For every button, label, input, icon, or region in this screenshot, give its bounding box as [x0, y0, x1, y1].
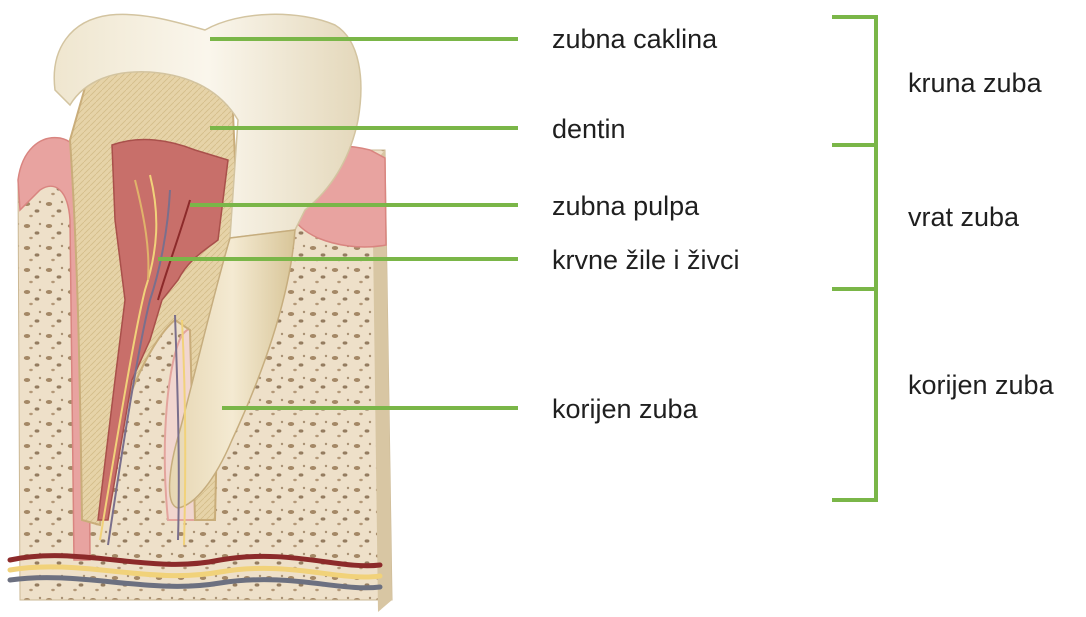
- label-vessels: krvne žile i živci: [552, 247, 740, 274]
- label-pulp: zubna pulpa: [552, 193, 699, 220]
- label-dentin: dentin: [552, 116, 626, 143]
- bracket-crown: [832, 17, 876, 145]
- label-enamel: zubna caklina: [552, 26, 717, 53]
- bracket-root: [832, 289, 876, 500]
- brackets: [832, 17, 876, 500]
- bracket-label-root: korijen zuba: [908, 372, 1054, 399]
- label-root: korijen zuba: [552, 396, 698, 423]
- bracket-label-crown: kruna zuba: [908, 70, 1042, 97]
- bracket-label-neck: vrat zuba: [908, 204, 1019, 231]
- bracket-neck: [832, 145, 876, 289]
